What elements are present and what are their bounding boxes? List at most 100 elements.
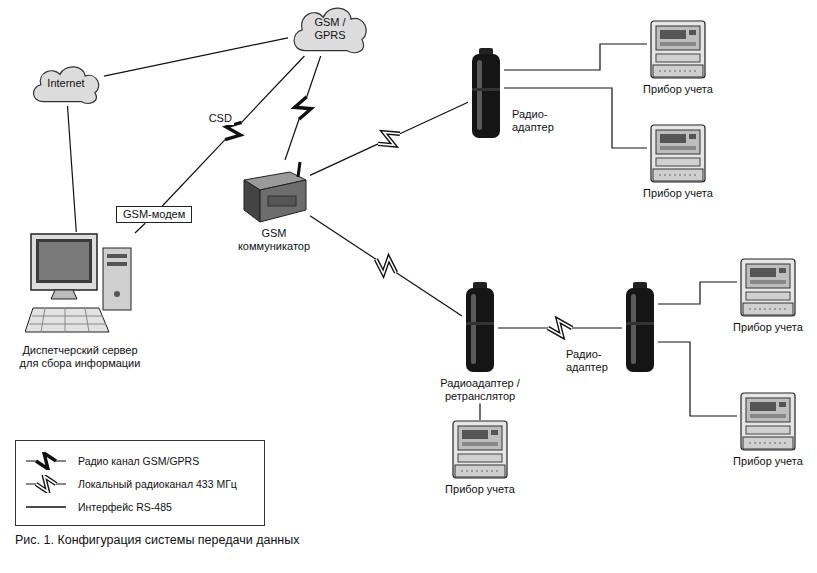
icon-wrap	[468, 48, 504, 140]
cloud-shape-part	[294, 8, 366, 53]
legend-row: Интерфейс RS-485	[24, 495, 256, 518]
radio-adapter-icon-part	[466, 322, 494, 325]
label-wrap: GSM-модем	[123, 208, 185, 221]
connector	[135, 223, 145, 233]
label-wrap: Прибор учета	[733, 321, 803, 334]
meter-icon-part	[656, 54, 700, 62]
rs485-line	[504, 44, 647, 70]
icon-wrap	[238, 160, 310, 224]
server-node: Диспетчерский сервер для сбора информаци…	[5, 232, 155, 370]
computer-icon-part	[25, 308, 109, 332]
node-label: Прибор учета	[733, 321, 803, 334]
connector	[658, 282, 737, 304]
meter-icon-part	[653, 65, 703, 77]
meter-icon-part	[656, 26, 700, 50]
meter-icon-part	[660, 146, 696, 150]
radio-adapter-icon-part	[626, 322, 654, 325]
meter-icon-part	[651, 21, 705, 78]
meter-icon-part	[741, 259, 795, 316]
meter-icon-part	[746, 264, 790, 288]
figure-caption: Рис. 1. Конфигурация системы передачи да…	[15, 533, 299, 547]
connector-line	[68, 106, 77, 232]
label-wrap: Прибор учета	[643, 187, 713, 200]
radio-adapter-icon-part	[472, 54, 500, 138]
lightning-bolt	[36, 476, 56, 492]
label-wrap: Прибор учета	[643, 83, 713, 96]
communicator-icon-part	[298, 162, 300, 177]
meter-icon-part	[653, 169, 703, 181]
lightning-bolt	[295, 97, 312, 120]
meter-icon-part	[462, 442, 498, 446]
label-wrap: Радио-адаптер	[566, 348, 616, 374]
rs485-line	[658, 282, 737, 304]
label-wrap: GSM коммуникатор	[229, 227, 319, 253]
lightning-bolt-core	[548, 320, 572, 336]
legend-row: Радио канал GSM/GPRS	[24, 449, 256, 472]
connector	[504, 88, 647, 148]
meter-icon-part	[750, 280, 786, 284]
radio-adapter-icon-part	[472, 88, 500, 91]
radio-adapter-icon	[462, 282, 498, 374]
meter-icon-part	[746, 292, 790, 300]
icon-wrap	[647, 124, 709, 184]
communicator-icon-part	[268, 196, 296, 206]
meter-icon-part	[461, 471, 499, 472]
connector	[658, 342, 737, 416]
meter-icon-part	[656, 130, 700, 154]
meter-icon-part	[462, 430, 488, 439]
meter-icon-part	[746, 398, 790, 422]
network-cloud: GSM / GPRS	[288, 2, 372, 56]
connector	[285, 56, 321, 160]
node-label: GSM коммуникатор	[229, 227, 319, 253]
meter-icon	[647, 20, 709, 80]
node-label: GSM-модем	[123, 208, 185, 221]
legend-label: Локальный радиоканал 433 МГц	[78, 478, 237, 490]
connector-line	[104, 38, 288, 76]
lightning-bolt-core	[376, 258, 396, 274]
legend-sample	[24, 498, 68, 516]
node-label: Радиоадаптер / ретранслятор	[430, 377, 530, 403]
connector	[498, 320, 622, 336]
label-wrap: Прибор учета	[445, 483, 515, 496]
icon-wrap	[25, 232, 135, 340]
icon-wrap	[737, 258, 799, 318]
meter-icon	[737, 258, 799, 318]
radio-adapter-node: Радио-адаптер	[468, 48, 564, 140]
computer-icon-part	[107, 254, 127, 258]
meter-icon-part	[746, 426, 790, 434]
meter-icon-part	[458, 426, 502, 450]
computer-icon-part	[107, 262, 127, 266]
radio-adapter-node: Радио-адаптер	[566, 282, 658, 374]
icon-wrap	[647, 20, 709, 80]
meter-icon-part	[743, 303, 793, 315]
node-label: Радио-адаптер	[512, 108, 564, 134]
radio-adapter-icon	[622, 282, 658, 374]
radio-adapter-icon-part	[466, 288, 494, 372]
icon-wrap	[622, 282, 658, 374]
meter-icon-part	[660, 134, 686, 143]
radio-adapter-icon-part	[471, 294, 476, 364]
connector-stroke	[310, 102, 468, 175]
connector-stroke	[310, 216, 462, 316]
lightning-bolt	[36, 453, 56, 469]
label-wrap: Радио-адаптер	[512, 108, 564, 134]
legend-sample	[24, 475, 68, 493]
communicator-icon-part	[260, 180, 306, 222]
meter-icon-part	[750, 268, 776, 277]
connector	[104, 38, 288, 76]
meter-icon-part	[453, 421, 507, 478]
radio-adapter-icon-part	[626, 288, 654, 372]
label-wrap: Internet	[43, 77, 89, 90]
rs485-line	[504, 88, 647, 148]
meter-icon-part	[651, 125, 705, 182]
icon-wrap	[449, 420, 511, 480]
modem-box: GSM-модем	[116, 206, 192, 223]
communicator-node: GSM коммуникатор	[226, 160, 322, 253]
meter-icon-part	[779, 268, 786, 273]
radio-adapter-icon	[468, 48, 504, 140]
computer-icon-part	[31, 234, 97, 290]
node-label: Прибор учета	[643, 187, 713, 200]
computer-icon-part	[36, 239, 92, 283]
network-cloud: Internet	[28, 62, 104, 106]
